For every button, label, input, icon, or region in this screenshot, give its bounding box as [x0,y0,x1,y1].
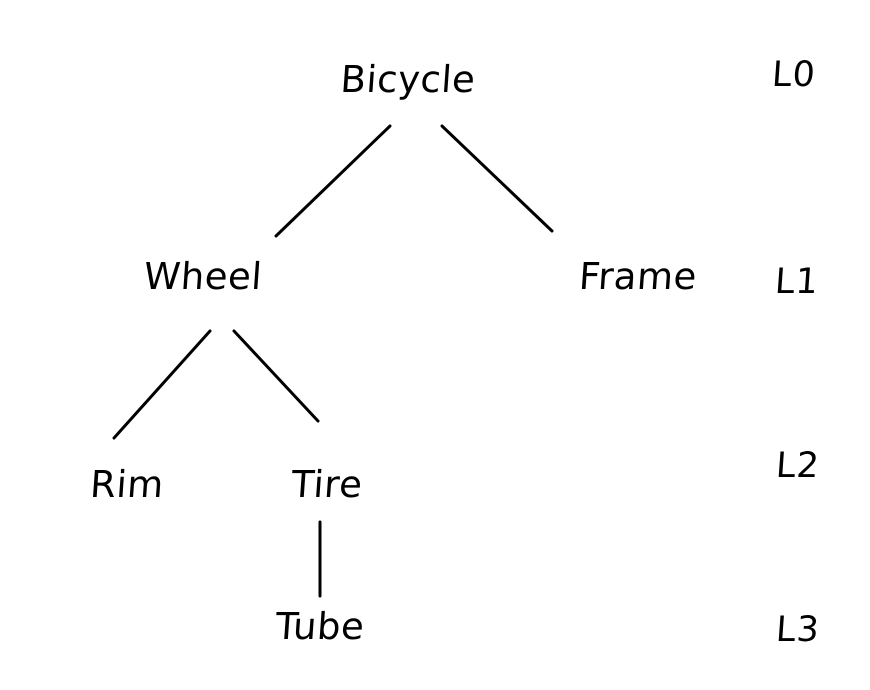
level-label-l2: L2 [774,446,822,486]
node-rim[interactable]: Rim [88,463,166,506]
level-label-l1: L1 [773,262,821,302]
edge-group [112,124,554,598]
node-frame[interactable]: Frame [577,255,699,298]
edge-bicycle-wheel [274,124,392,238]
node-tire[interactable]: Tire [290,463,364,506]
edge-wheel-rim [112,329,212,440]
level-label-l0: L0 [770,55,818,95]
node-wheel[interactable]: Wheel [142,255,264,298]
edge-bicycle-frame [440,124,554,233]
level-label-l3: L3 [774,610,822,650]
node-bicycle[interactable]: Bicycle [339,58,477,101]
node-tube[interactable]: Tube [274,605,366,648]
edge-wheel-tire [232,329,320,423]
